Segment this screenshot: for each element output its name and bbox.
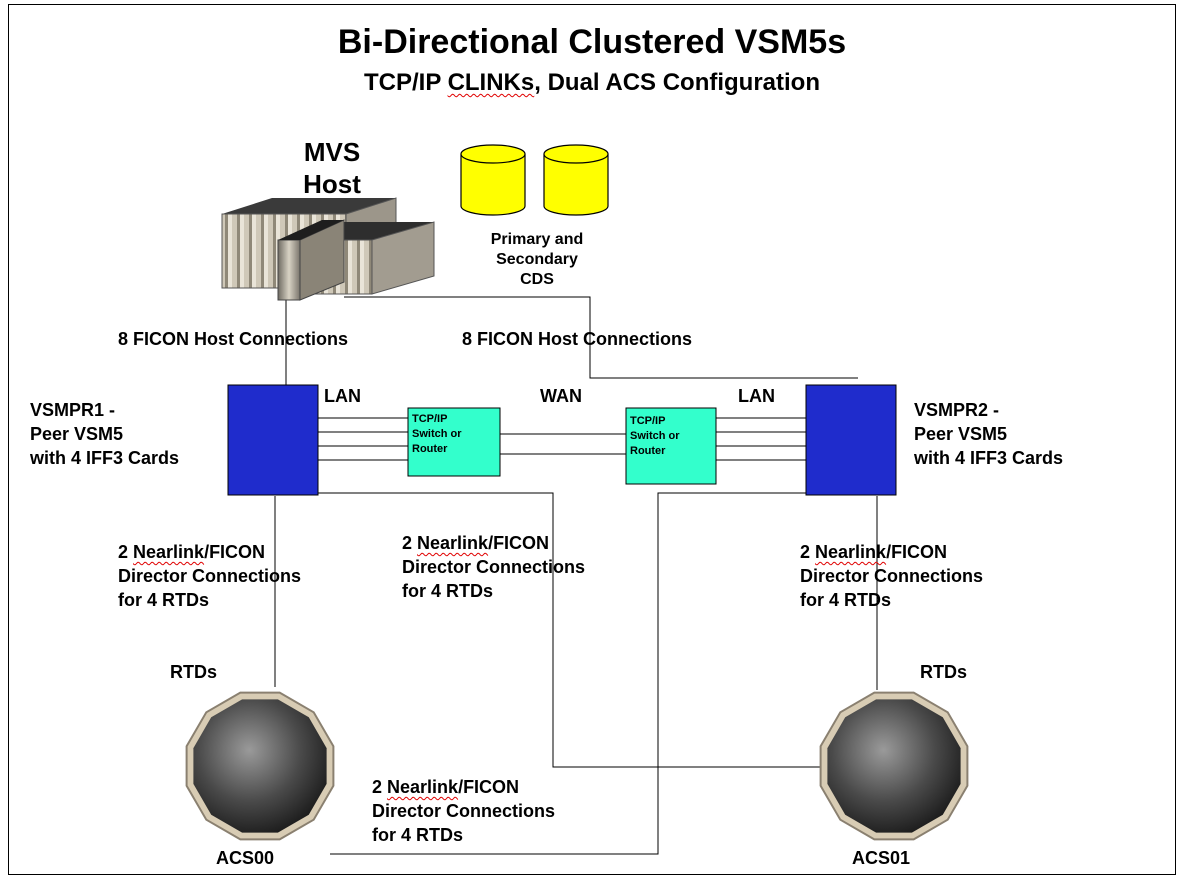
rtds-label-right: RTDs (920, 662, 968, 682)
acs01-library-icon (819, 691, 969, 841)
slide-frame (8, 4, 1176, 875)
acs01-label: ACS01 (852, 848, 911, 868)
wan-label: WAN (540, 386, 582, 406)
vsmpr2-box (805, 384, 897, 496)
lan-left-label: LAN (324, 386, 361, 406)
vsmpr2-to-acs00-line (330, 492, 806, 855)
connection-lines (274, 296, 878, 855)
ficon-host-connections-left: 8 FICON Host Connections (118, 329, 349, 349)
acs00-library-icon (185, 691, 335, 841)
host-to-vsmpr2-line (344, 296, 858, 379)
rtds-label-left: RTDs (170, 662, 218, 682)
lan-right-label: LAN (738, 386, 775, 406)
cds-cylinder-right (543, 144, 609, 216)
ficon-host-connections-right: 8 FICON Host Connections (462, 329, 693, 349)
acs00-label: ACS00 (216, 848, 275, 868)
vsmpr1-box (227, 384, 319, 496)
cds-cylinder-left (460, 144, 526, 216)
vsmpr1-to-acs01-line (318, 492, 822, 768)
mvs-host-icon (221, 197, 435, 301)
switch-right-box (625, 407, 717, 485)
diagram-subtitle: TCP/IP CLINKs, Dual ACS Configuration (363, 69, 820, 96)
diagram-title: Bi-Directional Clustered VSM5s (337, 23, 847, 61)
switch-left-box (407, 407, 501, 477)
